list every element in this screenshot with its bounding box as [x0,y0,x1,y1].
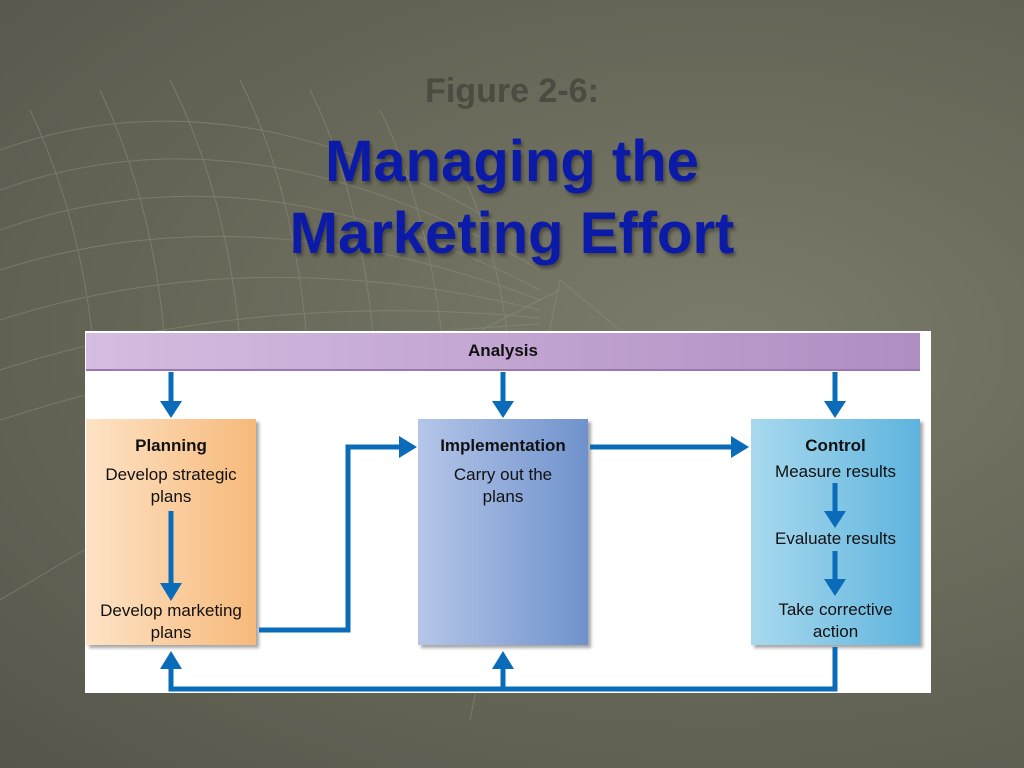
arrowhead-analysis-control [824,401,846,418]
control-box: Control Measure results Evaluate results… [751,419,920,645]
arrow-planning-to-implementation [259,444,403,633]
implementation-line2: plans [482,487,524,506]
arrowhead-analysis-implementation [492,401,514,418]
analysis-bar: Analysis [86,333,920,371]
planning-step1-line2: plans [150,487,192,506]
arrowhead-measure-evaluate [824,511,846,528]
arrowhead-feedback-planning [160,651,182,669]
implementation-line1: Carry out the [453,465,553,484]
implementation-box: Implementation Carry out the plans [418,419,588,645]
title-line-2: Marketing Effort [289,201,735,266]
title-line-1: Managing the [325,129,699,194]
flow-arrows [160,372,846,692]
planning-step1-line1: Develop strategic [105,465,237,484]
arrowhead-feedback-implementation [492,651,514,669]
figure-label: Figure 2-6: [425,72,599,110]
planning-title: Planning [135,436,207,455]
arrowhead-planning-implementation [399,436,417,458]
planning-step2-line1: Develop marketing [100,601,242,620]
slide-title: Managing the Marketing Effort [0,126,1024,270]
control-step2: Evaluate results [775,529,896,548]
arrowhead-evaluate-corrective [824,579,846,596]
arrowhead-analysis-planning [160,401,182,418]
arrowhead-implementation-control [731,436,749,458]
arrowhead-strategic-marketing [160,583,182,601]
planning-step2-line2: plans [150,623,192,642]
diagram-panel: Analysis Planning Develop strategic plan… [85,331,931,693]
control-step3-line2: action [812,622,859,641]
control-step3-line1: Take corrective [778,600,893,619]
control-title: Control [805,436,866,455]
implementation-title: Implementation [440,436,566,455]
control-step1: Measure results [775,462,896,481]
